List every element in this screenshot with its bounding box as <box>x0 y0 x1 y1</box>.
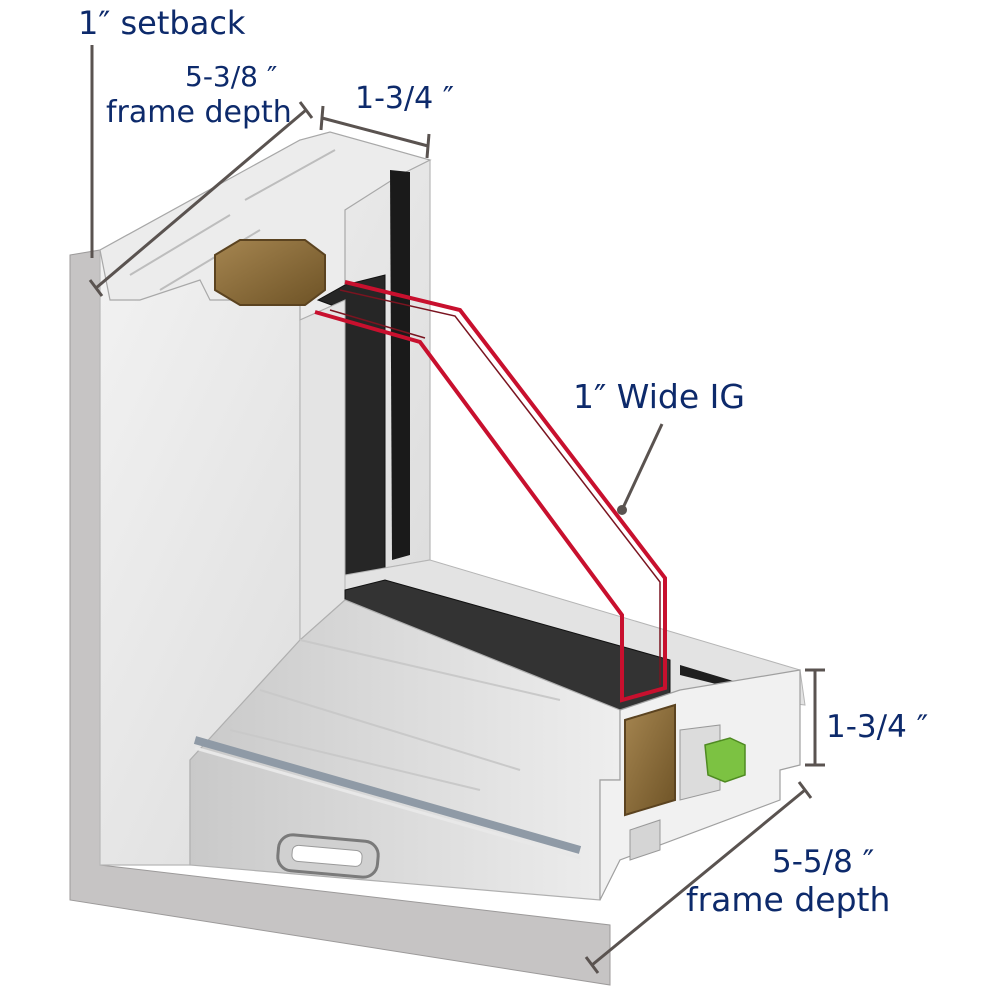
jamb-reinforcement <box>214 239 326 306</box>
setback-label: 1″ setback <box>78 4 246 42</box>
top-width-dimension-line <box>321 116 429 148</box>
top-depth-value: 5-3/8 ″ <box>185 60 278 93</box>
bottom-depth-dimension-line <box>591 788 806 967</box>
bottom-depth-value: 5-5/8 ″ <box>772 844 875 880</box>
bottom-depth-caption: frame depth <box>686 880 891 919</box>
top-width-label: 1-3/4 ″ <box>355 81 454 116</box>
top-depth-dimension-line <box>95 108 307 290</box>
top-depth-caption: frame depth <box>106 95 292 130</box>
glass-label: 1″ Wide IG <box>573 377 745 416</box>
weatherstrip <box>704 737 746 783</box>
insulated-glass-outline <box>314 280 667 703</box>
glass-leader <box>620 423 664 511</box>
right-height-label: 1-3/4 ″ <box>826 709 929 745</box>
